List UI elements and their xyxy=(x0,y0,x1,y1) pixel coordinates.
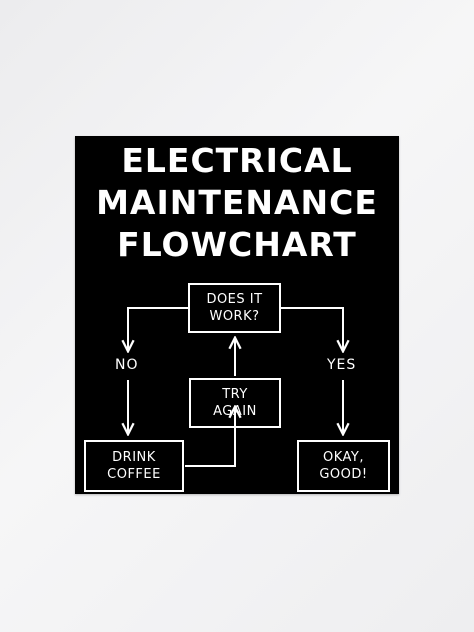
node-drink-coffee-line-2: COFFEE xyxy=(107,467,161,482)
node-does-it-work: DOES IT WORK? xyxy=(188,283,281,333)
node-okay-good: OKAY, GOOD! xyxy=(297,440,390,492)
node-try-again-line-1: TRY xyxy=(222,387,248,402)
title-line-3: FLOWCHART xyxy=(117,225,357,264)
node-does-it-work-line-2: WORK? xyxy=(209,309,260,324)
title-line-2: MAINTENANCE xyxy=(96,183,378,222)
node-does-it-work-line-1: DOES IT xyxy=(206,292,263,307)
node-try-again: TRY AGAIN xyxy=(189,378,281,428)
edge-question-to-no xyxy=(128,307,188,350)
edge-question-to-yes xyxy=(281,307,343,350)
flowchart-title: ELECTRICAL MAINTENANCE FLOWCHART xyxy=(75,140,399,266)
title-line-1: ELECTRICAL xyxy=(121,141,353,180)
edge-label-no: NO xyxy=(115,357,139,373)
node-try-again-line-2: AGAIN xyxy=(213,404,257,419)
edge-label-yes: YES xyxy=(327,357,357,373)
node-okay-good-line-1: OKAY, xyxy=(322,450,364,465)
node-drink-coffee-line-1: DRINK xyxy=(112,450,156,465)
poster: ELECTRICAL MAINTENANCE FLOWCHART DOES IT xyxy=(75,136,399,494)
node-okay-good-line-2: GOOD! xyxy=(319,467,368,482)
node-drink-coffee: DRINK COFFEE xyxy=(84,440,184,492)
